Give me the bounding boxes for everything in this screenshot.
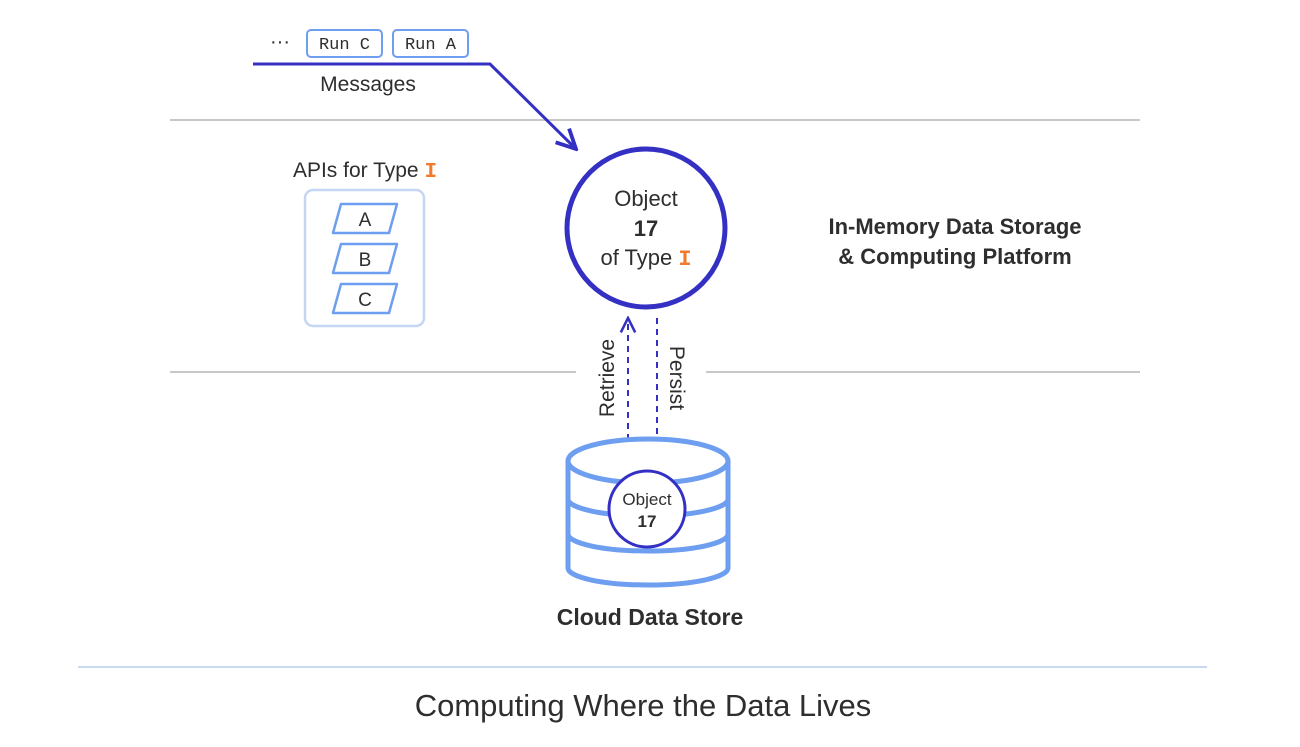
object-type: I xyxy=(678,247,691,272)
message-chip-run-a: Run A xyxy=(392,29,469,58)
stored-object-label: Object xyxy=(622,490,671,509)
stored-object-circle xyxy=(607,469,687,549)
message-chip-label: Run C xyxy=(319,36,370,55)
object-line3: of Type I xyxy=(600,245,691,272)
messages-ellipsis: ··· xyxy=(270,31,290,53)
messages-label: Messages xyxy=(320,73,416,96)
platform-line2: & Computing Platform xyxy=(838,244,1071,269)
object-line1: Object xyxy=(614,186,678,211)
message-arrow xyxy=(253,62,576,149)
stored-object-number: 17 xyxy=(638,512,657,531)
message-chip-run-c: Run C xyxy=(306,29,383,58)
apis-title-type: I xyxy=(424,161,437,184)
message-chip-label: Run A xyxy=(405,36,457,55)
api-item-b: B xyxy=(331,242,399,275)
retrieve-label: Retrieve xyxy=(596,339,619,417)
object-number: 17 xyxy=(634,216,658,241)
persist-label: Persist xyxy=(665,346,688,410)
database-cylinder-icon xyxy=(565,436,731,588)
api-item-label: C xyxy=(358,290,372,311)
api-item-label: A xyxy=(359,210,372,231)
object-line3-prefix: of Type xyxy=(600,245,678,270)
apis-title-prefix: APIs for Type xyxy=(293,159,425,182)
api-item-label: B xyxy=(359,250,372,271)
api-item-a: A xyxy=(331,202,399,235)
apis-title: APIs for Type I xyxy=(293,159,437,184)
diagram-caption: Computing Where the Data Lives xyxy=(415,688,872,723)
api-item-c: C xyxy=(331,282,399,315)
platform-line1: In-Memory Data Storage xyxy=(828,214,1081,239)
cloud-data-store-label: Cloud Data Store xyxy=(557,604,744,630)
object-circle xyxy=(564,146,728,310)
